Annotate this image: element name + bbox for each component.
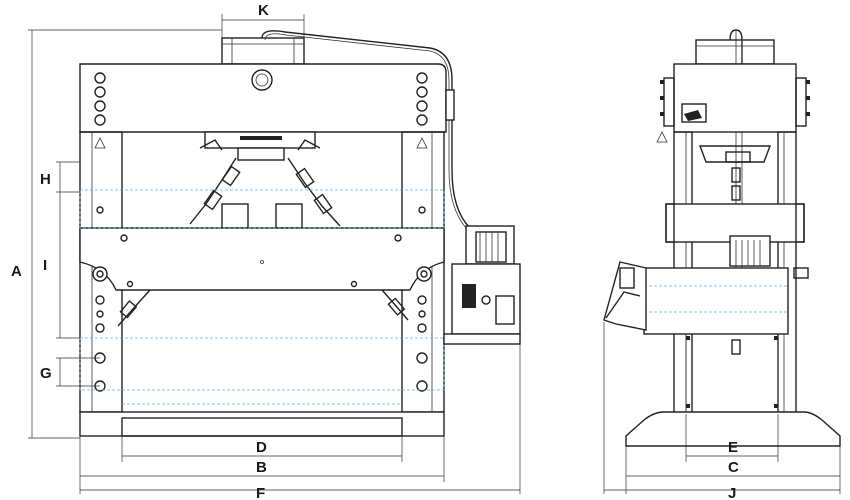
label-C: C <box>728 459 739 476</box>
head-holes-left <box>94 72 106 126</box>
head-holes-right <box>416 72 428 126</box>
label-F: F <box>256 485 265 500</box>
lifting-chains <box>117 157 409 327</box>
label-G: G <box>40 365 52 382</box>
label-B: B <box>256 459 267 476</box>
hydraulic-pump-unit <box>443 225 521 345</box>
front-dimensions <box>28 14 521 494</box>
hydraulic-hose <box>261 30 471 229</box>
label-A: A <box>11 263 22 280</box>
side-head-bolts <box>660 80 810 116</box>
label-D: D <box>256 439 267 456</box>
movable-bed <box>79 227 445 291</box>
label-E: E <box>728 439 738 456</box>
label-I: I <box>43 257 47 274</box>
pressure-gauge <box>251 69 273 91</box>
label-J: J <box>728 485 736 500</box>
label-K: K <box>258 2 269 19</box>
side-view <box>603 29 841 494</box>
press-base <box>79 411 445 437</box>
dimension-labels: K A H I G D B F E C J <box>11 2 739 500</box>
label-H: H <box>40 171 51 188</box>
front-view <box>28 14 521 494</box>
side-pump-handle <box>603 261 647 331</box>
side-dimensions <box>603 322 841 494</box>
cylinder-top <box>221 37 305 65</box>
